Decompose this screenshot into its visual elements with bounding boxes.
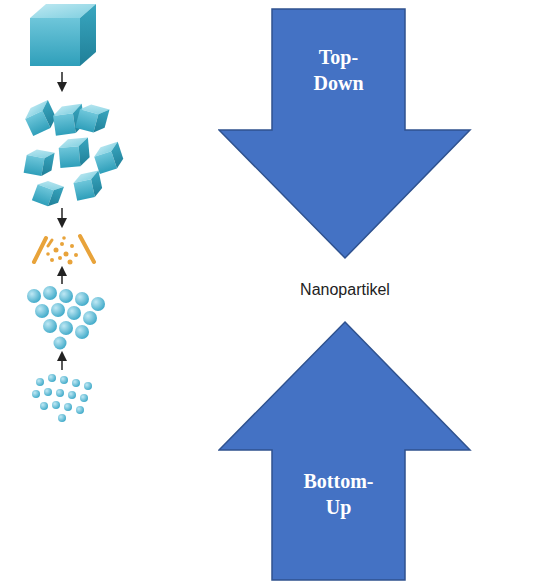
broken-cubes — [22, 100, 125, 209]
bottom-up-arrow: Bottom- Up — [218, 320, 472, 582]
center-label: Nanopartikel — [300, 281, 390, 299]
nanoparticles — [34, 236, 94, 265]
step-arrow — [61, 208, 63, 226]
arrow-shape — [218, 8, 472, 260]
top-down-arrow: Top- Down — [218, 8, 472, 260]
arrow-shape — [218, 320, 472, 582]
step-arrow — [61, 268, 63, 284]
arrow-label: Top- Down — [314, 44, 364, 96]
step-arrow — [61, 72, 63, 90]
particle-cluster — [27, 286, 105, 350]
bulk-cube — [30, 4, 96, 66]
step-arrow — [61, 353, 63, 370]
arrow-label: Bottom- Up — [304, 468, 374, 520]
atoms — [32, 374, 92, 422]
